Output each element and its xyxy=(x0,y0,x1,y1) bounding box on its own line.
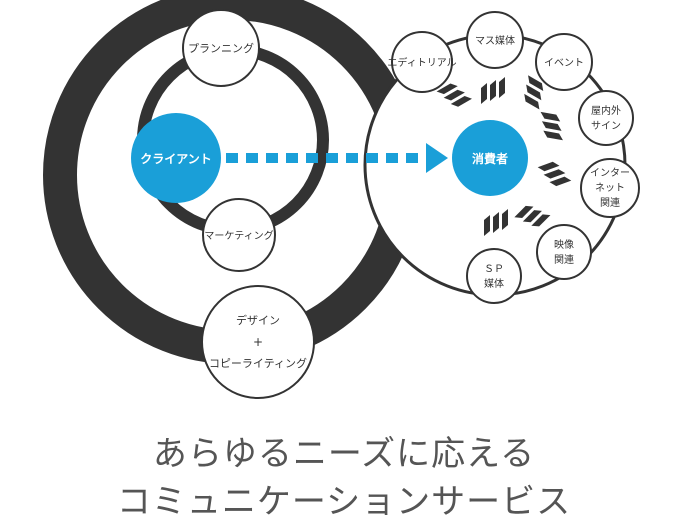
channel-event-label: イベント xyxy=(544,57,584,69)
channel-event xyxy=(535,33,593,91)
design-node xyxy=(201,285,315,399)
channel-outdoor-label-2: サイン xyxy=(591,120,621,132)
consumer-circle xyxy=(452,120,528,196)
channel-internet xyxy=(580,158,640,218)
channel-outdoor-sign xyxy=(578,90,634,146)
client-label: クライアント xyxy=(140,152,212,166)
caption-line-1: あらゆるニーズに応える xyxy=(152,434,536,474)
channel-editorial-label: エディトリアル xyxy=(387,56,456,69)
flow-arrow xyxy=(226,143,448,173)
channel-mass-media-label: マス媒体 xyxy=(475,35,515,47)
design-label-1: デザイン xyxy=(236,313,280,327)
marketing-label: マーケティング xyxy=(204,229,273,242)
channel-sp-media xyxy=(466,248,522,304)
channel-sp-label-1: ＳＰ xyxy=(484,264,504,275)
channel-video-label-1: 映像 xyxy=(554,239,574,251)
design-label-3: コピーライティング xyxy=(209,356,307,370)
channel-sp-label-2: 媒体 xyxy=(484,278,504,290)
channel-video xyxy=(536,224,592,280)
design-label-2: + xyxy=(253,335,263,349)
channel-video-label-2: 関連 xyxy=(554,253,574,266)
channel-internet-label-1: インター xyxy=(590,167,630,179)
channel-outdoor-label-1: 屋内外 xyxy=(591,104,621,117)
planning-label: プランニング xyxy=(188,41,254,55)
channel-mass-media xyxy=(466,11,524,69)
channel-editorial xyxy=(391,31,453,93)
client-circle xyxy=(131,113,221,203)
planning-node xyxy=(182,9,260,87)
marketing-node xyxy=(202,198,276,272)
communication-diagram: クライアント 消費者 プランニング マーケティング デザイン + コピーライティ… xyxy=(43,0,640,399)
channel-internet-label-3: 関連 xyxy=(600,196,620,209)
consumer-label: 消費者 xyxy=(472,151,508,166)
caption-line-2: コミュニケーションサービス xyxy=(116,482,572,522)
channel-internet-label-2: ネット xyxy=(595,182,625,194)
